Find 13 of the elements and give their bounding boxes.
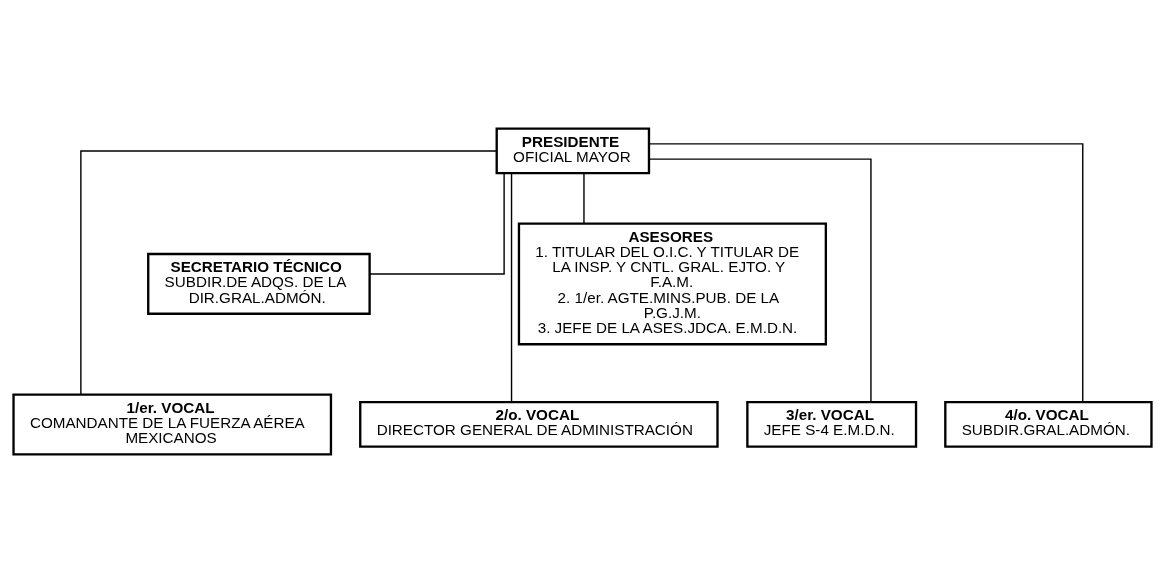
node-box: 3/er. VOCAL JEFE S-4 E.M.D.N. [746, 401, 918, 448]
connector [583, 172, 585, 225]
connector [648, 143, 1084, 403]
connector [648, 158, 872, 403]
connector [80, 150, 498, 395]
node-box: 2/o. VOCAL DIRECTOR GENERAL DE ADMINISTRACIÓN [359, 401, 719, 448]
node-box: PRESIDENTE OFICIAL MAYOR [495, 127, 651, 175]
node-box: 4/o. VOCAL SUBDIR.GRAL.ADMÓN. [944, 401, 1153, 448]
connector [510, 172, 513, 403]
connector [368, 172, 505, 275]
node-box: ASESORES 1. TITULAR DEL O.I.C. Y TITULAR DE LA INSP. Y CNTL. GRAL. EJTO. Y F.A.M. 2. 1/er. AGTE.MINS.PUB. DE LA P.G.J.M. 3. JEFE DE LA ASES.JDCA. E.M.D.N. [517, 222, 827, 346]
node-box: 1/er. VOCAL COMANDANTE DE LA FUERZA AÉREA MEXICANOS [12, 393, 333, 456]
node-box: SECRETARIO TÉCNICO SUBDIR.DE ADQS. DE LA DIR.GRAL.ADMÓN. [147, 252, 371, 315]
